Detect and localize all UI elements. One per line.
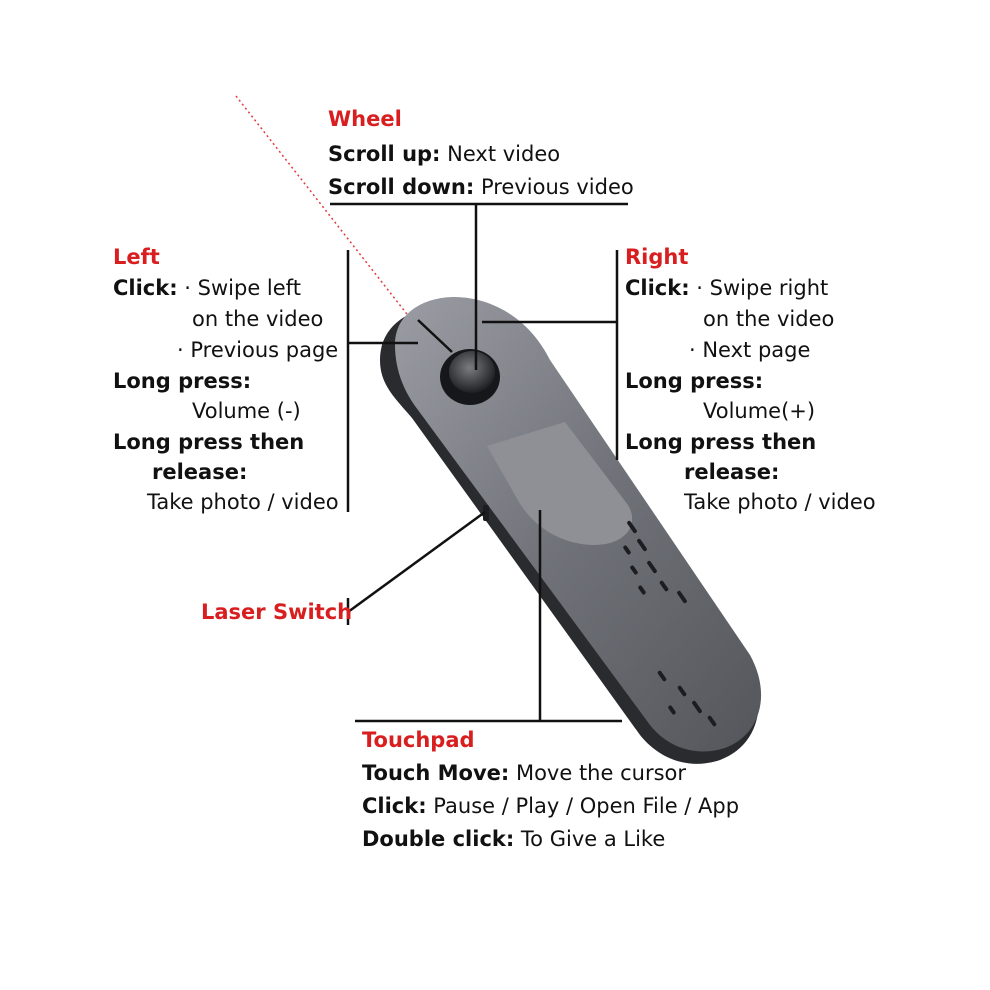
touchpad-click: Click: Pause / Play / Open File / App (362, 791, 739, 821)
left-long-press-label: Long press: (113, 369, 252, 393)
touchpad-touch-move-text: Move the cursor (509, 761, 686, 785)
right-long-press-release-label2: release: (684, 460, 780, 484)
touchpad-double-click-label: Double click: (362, 827, 515, 851)
right-click-line2: on the video (703, 307, 835, 331)
right-click-line3: · Next page (689, 338, 811, 362)
touchpad-touch-move: Touch Move: Move the cursor (362, 758, 686, 788)
wheel-scroll-up-text: Next video (440, 142, 561, 166)
left-click-label: Click: (113, 276, 178, 300)
wheel-title: Wheel (328, 107, 402, 131)
touchpad-touch-move-label: Touch Move: (362, 761, 510, 785)
left-long-press-text: Volume (-) (192, 399, 301, 423)
left-click: Click: · Swipe left (113, 273, 301, 303)
right-click: Click: · Swipe right (625, 273, 828, 303)
right-click-label: Click: (625, 276, 690, 300)
left-click-line1: · Swipe left (177, 276, 301, 300)
right-title: Right (625, 245, 689, 269)
right-long-press-release-label1: Long press then (625, 430, 817, 454)
grille-holes (623, 520, 717, 727)
scroll-wheel-top (449, 351, 495, 393)
right-long-press-text: Volume(+) (703, 399, 816, 423)
laser-switch-button (483, 505, 489, 521)
left-long-press-release-text: Take photo / video (147, 490, 339, 514)
right-click-line1: · Swipe right (689, 276, 829, 300)
right-long-press-release-text: Take photo / video (684, 490, 876, 514)
leader-lines (330, 202, 628, 723)
left-click-line2: on the video (192, 307, 324, 331)
laser-beam-icon (235, 95, 411, 319)
wheel-scroll-up: Scroll up: Next video (328, 139, 560, 169)
laser-switch-title: Laser Switch (201, 600, 353, 624)
touchpad-click-text: Pause / Play / Open File / App (426, 794, 740, 818)
left-long-press-release-label2: release: (152, 460, 248, 484)
touchpad-double-click-text: To Give a Like (514, 827, 666, 851)
wheel-scroll-up-label: Scroll up: (328, 142, 441, 166)
wheel-scroll-down-text: Previous video (474, 175, 634, 199)
wheel-scroll-down: Scroll down: Previous video (328, 172, 634, 202)
touchpad-title: Touchpad (362, 728, 475, 752)
wheel-scroll-down-label: Scroll down: (328, 175, 475, 199)
touchpad-click-label: Click: (362, 794, 427, 818)
touchpad-double-click: Double click: To Give a Like (362, 824, 665, 854)
left-long-press-release-label1: Long press then (113, 430, 305, 454)
left-title: Left (113, 245, 160, 269)
touchpad-surface (487, 422, 633, 545)
left-click-line3: · Previous page (177, 338, 339, 362)
right-long-press-label: Long press: (625, 369, 764, 393)
